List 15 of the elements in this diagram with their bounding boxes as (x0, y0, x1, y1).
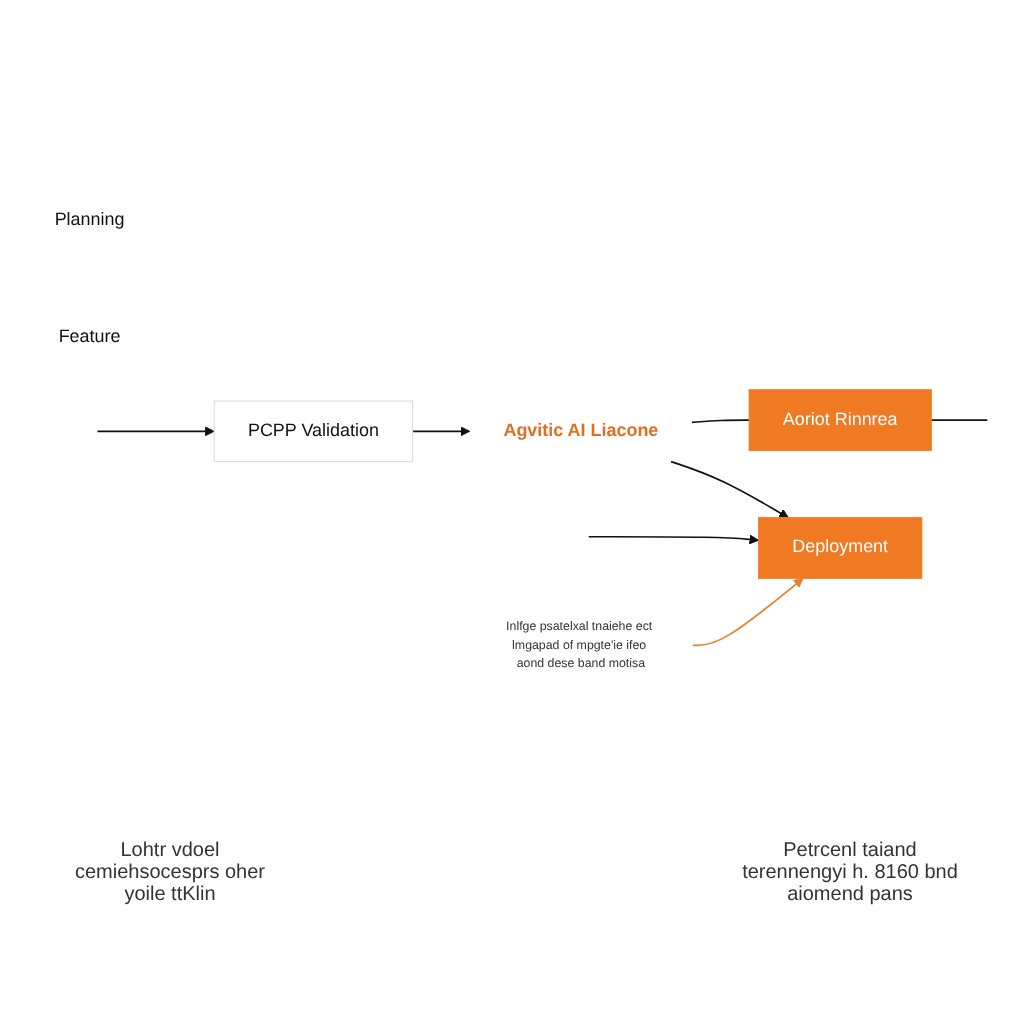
connector (930, 419, 989, 421)
node-box: Deployment (758, 517, 923, 579)
arrow (587, 534, 760, 545)
note-text: Lohtr vdoel cemiehsocesprs oher yoile ttKlin (72, 840, 268, 906)
note-text: Petrcenl taiand terennengyi h. 8160 bnd aiomend pans (740, 840, 960, 906)
node-text: Agvitic AI Liacone (503, 421, 659, 441)
node-text: Planning (54, 210, 125, 230)
connector (691, 419, 750, 424)
node-box: Aoriot Rinnrea (748, 389, 932, 451)
arrow (670, 460, 789, 519)
arrow (411, 426, 471, 437)
node-box: PCPP Validation (213, 400, 414, 463)
arrow (692, 577, 804, 647)
node-text: Feature (58, 326, 121, 347)
arrow (96, 426, 215, 437)
